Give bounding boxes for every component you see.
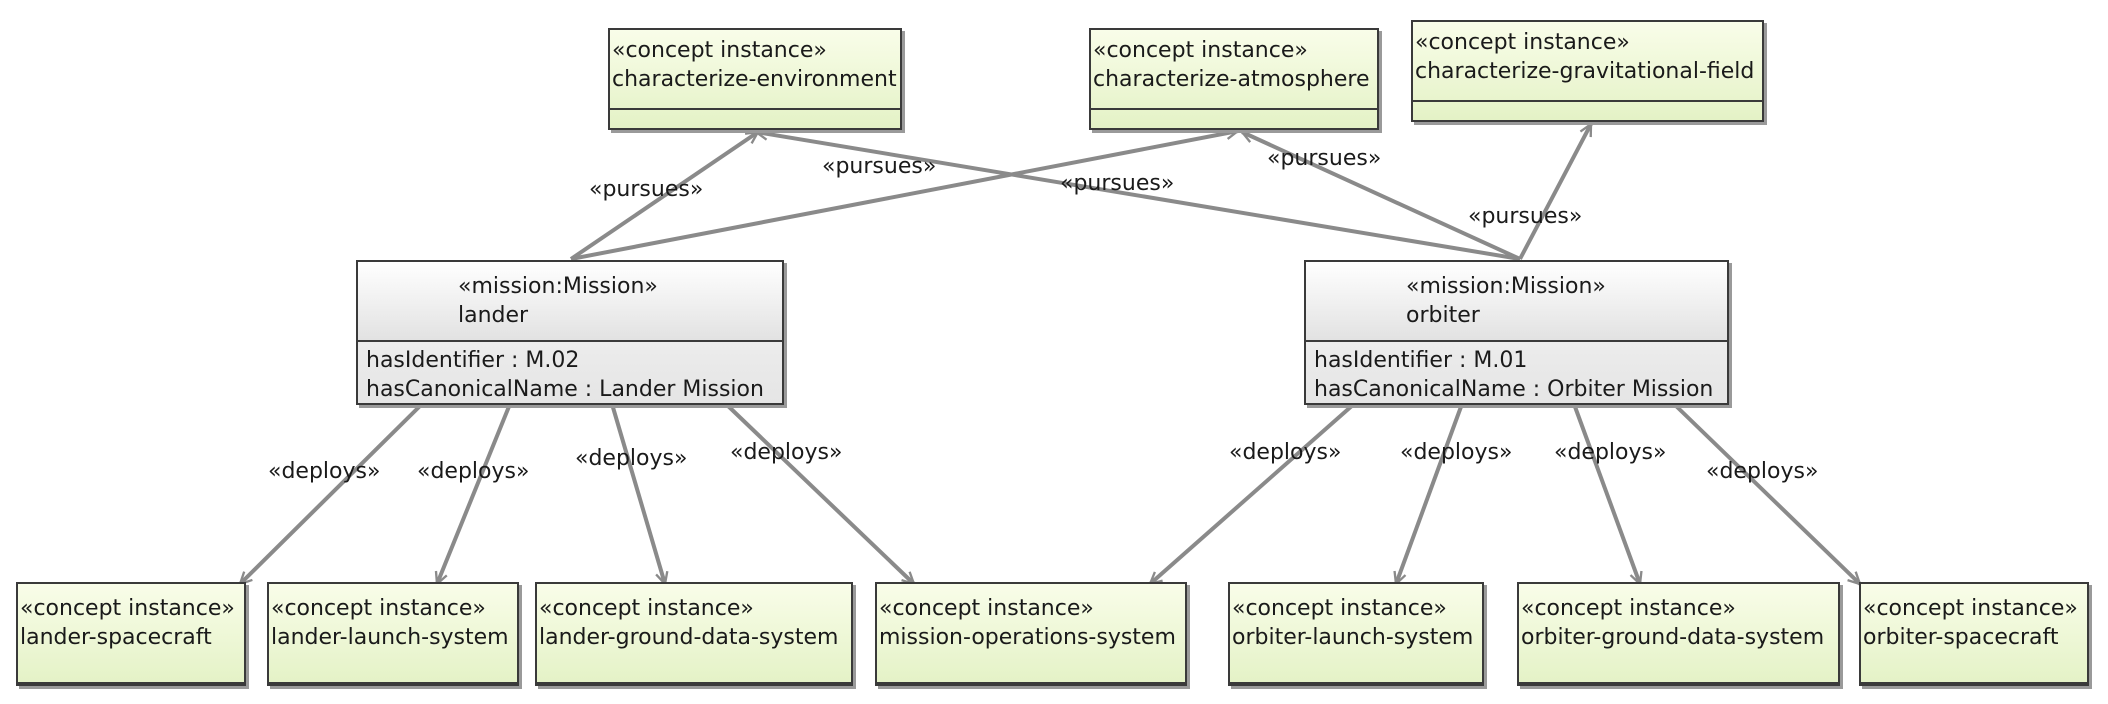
instance-name: orbiter-spacecraft: [1863, 625, 2059, 650]
mission-name: orbiter: [1406, 303, 1480, 328]
pursues-label: «pursues»: [1267, 146, 1382, 171]
concept-characterize-atmosphere[interactable]: «concept instance» characterize-atmosphe…: [1089, 28, 1379, 130]
mission-orbiter[interactable]: «mission:Mission» orbiter hasIdentifier …: [1304, 260, 1729, 405]
concept-header: «concept instance» orbiter-launch-system: [1230, 584, 1482, 684]
concept-header: «concept instance» characterize-environm…: [610, 30, 900, 110]
edge-lander-deploys-mission-operations: [724, 402, 914, 584]
stereotype-label: «concept instance»: [20, 596, 235, 621]
deploys-label: «deploys»: [268, 459, 381, 484]
mission-attributes: hasIdentifier : M.01 hasCanonicalName : …: [1306, 342, 1727, 403]
edge-orbiter-deploys-mission-operations: [1150, 402, 1356, 584]
stereotype-label: «concept instance»: [271, 596, 486, 621]
stereotype-label: «concept instance»: [1232, 596, 1447, 621]
mission-header: «mission:Mission» orbiter: [1306, 262, 1727, 342]
pursues-label: «pursues»: [1468, 204, 1583, 229]
concept-header: «concept instance» lander-launch-system: [269, 584, 517, 684]
mission-attributes: hasIdentifier : M.02 hasCanonicalName : …: [358, 342, 782, 403]
deploys-label: «deploys»: [1554, 440, 1667, 465]
concept-mission-operations-system[interactable]: «concept instance» mission-operations-sy…: [875, 582, 1187, 686]
instance-name: characterize-gravitational-field: [1415, 59, 1755, 84]
instance-name: lander-launch-system: [271, 625, 509, 650]
concept-characterize-environment[interactable]: «concept instance» characterize-environm…: [608, 28, 902, 130]
deploys-label: «deploys»: [1706, 459, 1819, 484]
instance-name: characterize-environment: [612, 67, 897, 92]
stereotype-label: «concept instance»: [1863, 596, 2078, 621]
instance-name: characterize-atmosphere: [1093, 67, 1370, 92]
instance-name: lander-ground-data-system: [539, 625, 839, 650]
edge-orbiter-pursues-gravitational-field: [1518, 124, 1593, 260]
edge-orbiter-deploys-spacecraft: [1672, 402, 1860, 584]
edge-lander-pursues-environment: [569, 130, 758, 261]
deploys-label: «deploys»: [1229, 440, 1342, 465]
edge-orbiter-deploys-ground-data-system: [1572, 403, 1640, 584]
deploys-label: «deploys»: [730, 440, 843, 465]
stereotype-label: «concept instance»: [1415, 30, 1630, 55]
pursues-label: «pursues»: [822, 154, 937, 179]
mission-header: «mission:Mission» lander: [358, 262, 782, 342]
pursues-label: «pursues»: [1060, 171, 1175, 196]
concept-lander-launch-system[interactable]: «concept instance» lander-launch-system: [267, 582, 519, 686]
concept-header: «concept instance» orbiter-ground-data-s…: [1519, 584, 1838, 684]
mission-lander[interactable]: «mission:Mission» lander hasIdentifier :…: [356, 260, 784, 405]
instance-name: orbiter-ground-data-system: [1521, 625, 1825, 650]
instance-name: lander-spacecraft: [20, 625, 212, 650]
stereotype-label: «concept instance»: [1093, 38, 1308, 63]
deploys-label: «deploys»: [1400, 440, 1513, 465]
instance-name: mission-operations-system: [879, 625, 1176, 650]
edge-lander-deploys-launch-system: [437, 403, 512, 584]
deploys-label: «deploys»: [575, 446, 688, 471]
attribute-identifier: hasIdentifier : M.02: [366, 348, 580, 373]
concept-orbiter-spacecraft[interactable]: «concept instance» orbiter-spacecraft: [1859, 582, 2089, 686]
pursues-label: «pursues»: [589, 177, 704, 202]
attribute-identifier: hasIdentifier : M.01: [1314, 348, 1528, 373]
concept-header: «concept instance» characterize-atmosphe…: [1091, 30, 1377, 110]
deploys-label: «deploys»: [417, 459, 530, 484]
edge-orbiter-deploys-launch-system: [1396, 403, 1464, 584]
attribute-canonical-name: hasCanonicalName : Lander Mission: [366, 377, 764, 402]
concept-lander-ground-data-system[interactable]: «concept instance» lander-ground-data-sy…: [535, 582, 853, 686]
concept-orbiter-launch-system[interactable]: «concept instance» orbiter-launch-system: [1228, 582, 1484, 686]
edge-lander-deploys-spacecraft: [240, 402, 424, 584]
concept-characterize-gravitational-field[interactable]: «concept instance» characterize-gravitat…: [1411, 20, 1764, 122]
attribute-canonical-name: hasCanonicalName : Orbiter Mission: [1314, 377, 1714, 402]
stereotype-label: «concept instance»: [879, 596, 1094, 621]
stereotype-label: «concept instance»: [1521, 596, 1736, 621]
stereotype-label: «concept instance»: [539, 596, 754, 621]
stereotype-label: «mission:Mission»: [1406, 274, 1606, 299]
instance-name: orbiter-launch-system: [1232, 625, 1474, 650]
edge-orbiter-pursues-environment: [756, 132, 1521, 261]
edge-lander-pursues-atmosphere: [570, 131, 1238, 261]
concept-header: «concept instance» mission-operations-sy…: [877, 584, 1185, 684]
concept-lander-spacecraft[interactable]: «concept instance» lander-spacecraft: [16, 582, 246, 686]
concept-orbiter-ground-data-system[interactable]: «concept instance» orbiter-ground-data-s…: [1517, 582, 1840, 686]
edge-orbiter-pursues-atmosphere: [1242, 130, 1521, 261]
mission-name: lander: [458, 303, 529, 328]
concept-header: «concept instance» orbiter-spacecraft: [1861, 584, 2087, 684]
concept-header: «concept instance» characterize-gravitat…: [1413, 22, 1762, 102]
edge-lander-deploys-ground-data-system: [610, 403, 665, 584]
concept-header: «concept instance» lander-spacecraft: [18, 584, 244, 684]
stereotype-label: «mission:Mission»: [458, 274, 658, 299]
stereotype-label: «concept instance»: [612, 38, 827, 63]
concept-header: «concept instance» lander-ground-data-sy…: [537, 584, 851, 684]
